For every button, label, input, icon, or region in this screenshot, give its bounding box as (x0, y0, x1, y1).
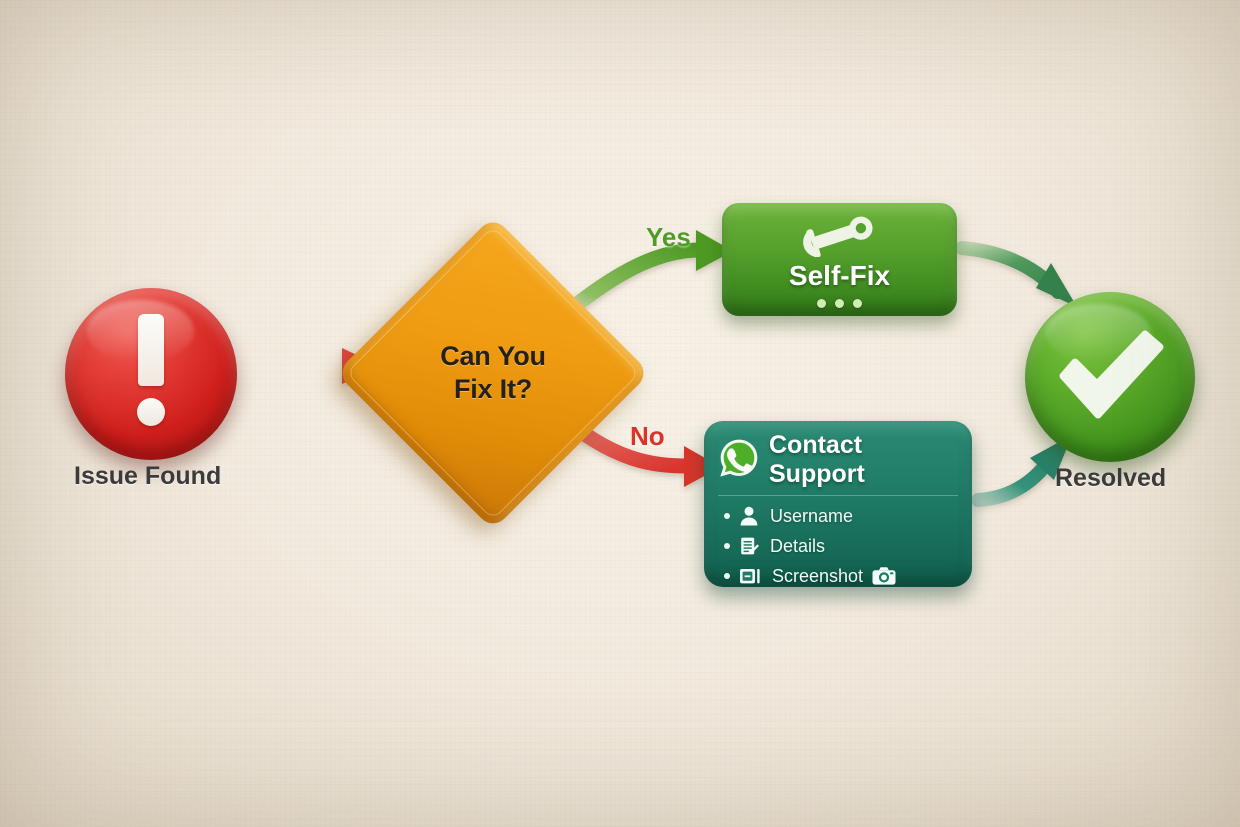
edge-selffix-to-resolved (955, 241, 1077, 307)
window-icon (738, 565, 762, 587)
bullet-icon (724, 513, 730, 519)
support-title: Contact Support (769, 431, 865, 488)
wrench-icon (802, 213, 878, 262)
bullet-icon (724, 573, 730, 579)
node-issue-found[interactable] (65, 288, 237, 460)
support-checklist: Username Details (724, 505, 958, 587)
node-self-fix[interactable]: Self-Fix (722, 203, 957, 316)
node-resolved[interactable] (1025, 292, 1195, 462)
list-item-screenshot[interactable]: Screenshot (724, 565, 958, 587)
list-item-username[interactable]: Username (724, 505, 958, 527)
person-icon (738, 505, 760, 527)
diamond-shape (336, 216, 650, 530)
list-item-label: Screenshot (772, 565, 864, 586)
node-decision-can-you-fix-it[interactable]: Can You Fix It? (336, 216, 650, 530)
exclamation-icon (138, 314, 164, 386)
check-icon (1059, 330, 1164, 419)
exclamation-dot-icon (137, 398, 165, 426)
list-item-label: Details (770, 535, 826, 556)
edge-label-yes: Yes (646, 222, 691, 252)
resolved-caption: Resolved (1055, 464, 1167, 492)
edge-label-no: No (630, 421, 665, 451)
list-item-label: Username (770, 505, 854, 526)
list-item-details[interactable]: Details (724, 535, 958, 557)
camera-icon (871, 565, 897, 587)
node-contact-support[interactable]: Contact Support Username (704, 421, 972, 587)
progress-dots-icon (817, 299, 862, 308)
document-edit-icon (738, 535, 760, 557)
whatsapp-icon (718, 437, 760, 484)
issue-found-caption: Issue Found (74, 462, 222, 490)
support-header: Contact Support (718, 431, 958, 496)
self-fix-title: Self-Fix (788, 260, 891, 291)
bullet-icon (724, 543, 730, 549)
